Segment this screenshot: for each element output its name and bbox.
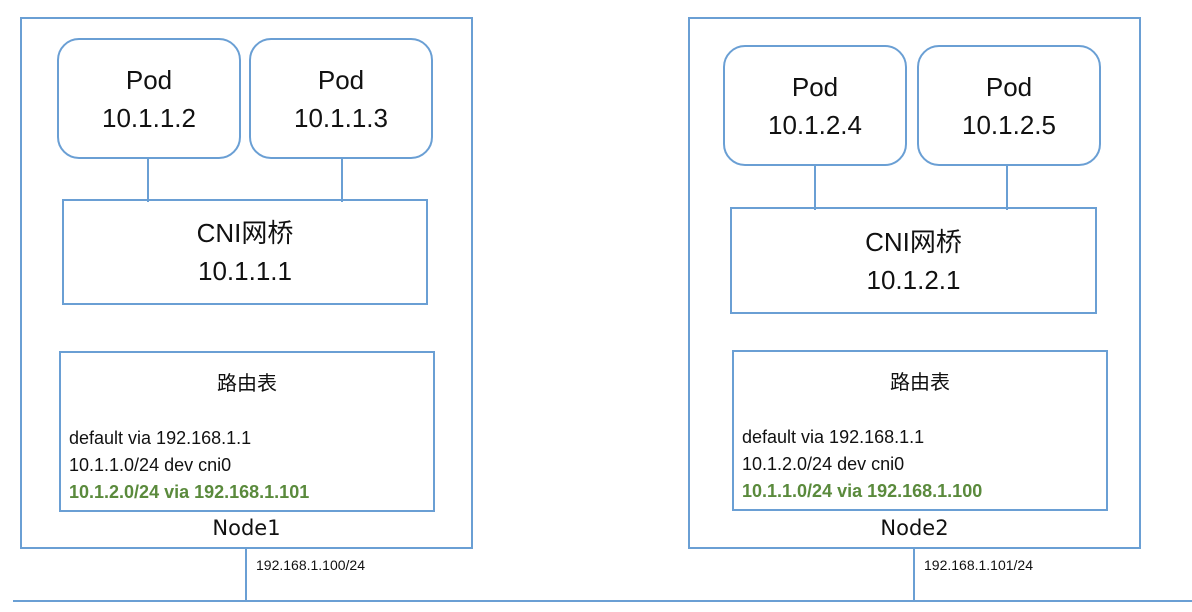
route-entry: default via 192.168.1.1 [742,427,925,447]
bridge-label: CNI网桥 [865,226,962,257]
route-entry: 10.1.2.0/24 dev cni0 [742,454,905,474]
pod-bridge-link [341,158,343,202]
node-label: Node1 [212,516,281,540]
pod-label: Pod [985,71,1033,102]
pod-label: Pod [317,64,365,95]
route-table-title: 路由表 [890,370,950,394]
pod-ip: 10.1.1.3 [294,102,388,133]
route-entry: default via 192.168.1.1 [69,428,252,448]
pod-bridge-link [1006,165,1008,210]
pod-ip: 10.1.2.5 [962,109,1056,140]
route-entry-highlight: 10.1.1.0/24 via 192.168.1.100 [742,481,983,501]
cni-bridge-node2: CNI网桥 10.1.2.1 [730,207,1097,314]
route-table-title: 路由表 [217,371,277,395]
host-ip: 192.168.1.101/24 [924,557,1033,573]
pod-node1-2: Pod 10.1.1.3 [249,38,433,159]
network-bus [13,600,1192,602]
pod-label: Pod [125,64,173,95]
node-label: Node2 [880,516,949,540]
pod-node2-1: Pod 10.1.2.4 [723,45,907,166]
route-table-node1: 路由表 default via 192.168.1.1 10.1.1.0/24 … [59,351,435,512]
pod-ip: 10.1.2.4 [768,109,862,140]
route-table-node2: 路由表 default via 192.168.1.1 10.1.2.0/24 … [732,350,1108,511]
bridge-ip: 10.1.1.1 [198,256,292,286]
node2-uplink [913,548,915,602]
host-ip: 192.168.1.100/24 [256,557,365,573]
pod-bridge-link [147,158,149,202]
pod-node2-2: Pod 10.1.2.5 [917,45,1101,166]
route-entry: 10.1.1.0/24 dev cni0 [69,455,232,475]
pod-bridge-link [814,165,816,210]
route-entry-highlight: 10.1.2.0/24 via 192.168.1.101 [69,482,310,502]
bridge-ip: 10.1.2.1 [866,264,961,295]
pod-label: Pod [791,71,839,102]
node1-uplink [245,548,247,602]
pod-ip: 10.1.1.2 [102,102,196,133]
bridge-label: CNI网桥 [196,218,294,248]
pod-node1-1: Pod 10.1.1.2 [57,38,241,159]
cni-bridge-node1: CNI网桥 10.1.1.1 [62,199,428,305]
